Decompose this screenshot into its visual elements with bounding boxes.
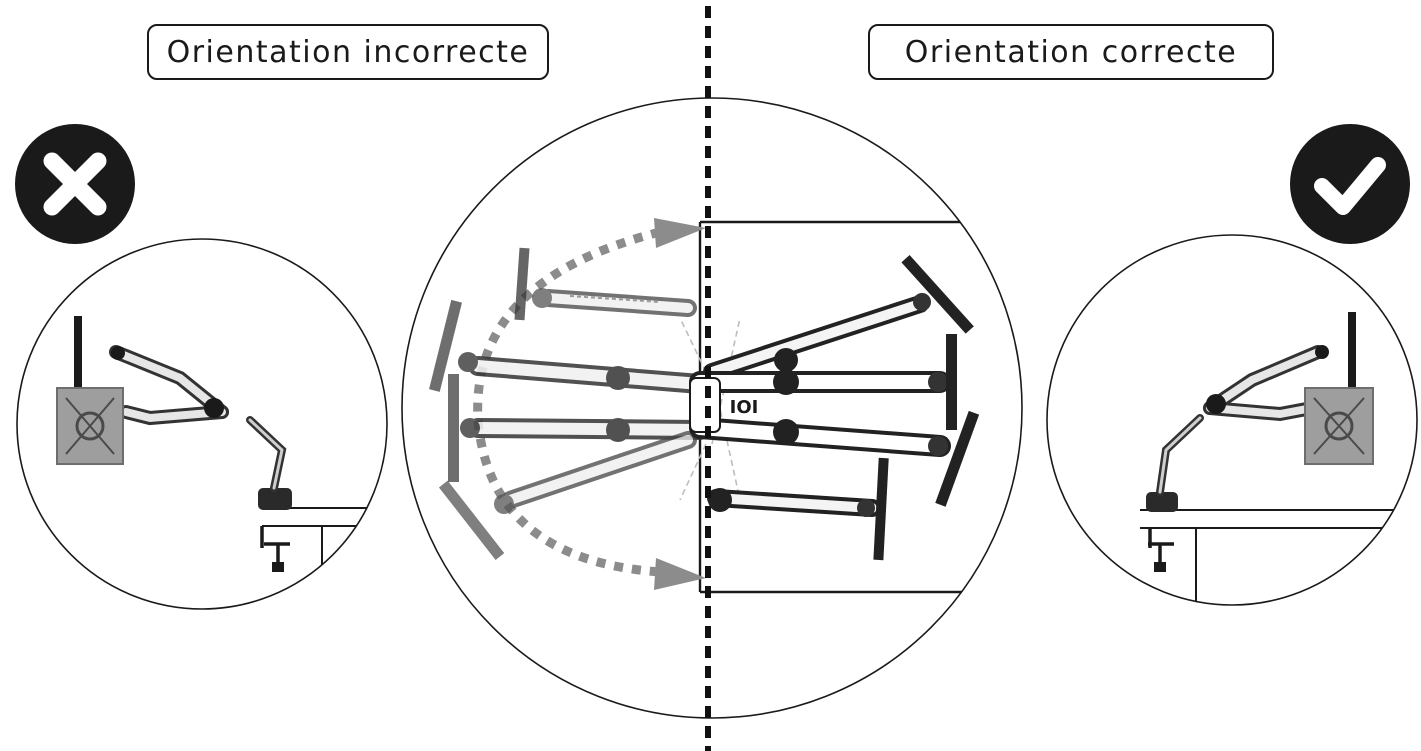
cross-icon bbox=[15, 124, 135, 244]
correct-orientation-label: Orientation correcte bbox=[868, 24, 1274, 80]
arm-position-left-2 bbox=[429, 299, 710, 394]
incorrect-orientation-label: Orientation incorrecte bbox=[147, 24, 549, 80]
correct-detail-circle bbox=[1046, 234, 1418, 606]
arm-position-right-3 bbox=[689, 410, 980, 507]
incorrect-arm-illustration bbox=[56, 316, 387, 609]
arm-position-left-1 bbox=[514, 247, 697, 321]
check-icon bbox=[1290, 124, 1410, 244]
correct-arm-illustration bbox=[1140, 312, 1417, 605]
arm-marking: IOI bbox=[730, 397, 759, 418]
arm-position-right-4 bbox=[707, 457, 889, 561]
incorrect-orientation-text: Orientation incorrecte bbox=[166, 34, 530, 70]
arrow-up-icon bbox=[654, 218, 706, 248]
arm-position-right-1 bbox=[703, 254, 974, 381]
arrow-down-icon bbox=[654, 558, 706, 590]
arm-position-left-3 bbox=[448, 374, 710, 482]
rotation-range-illustration: IOI bbox=[429, 218, 1022, 594]
arm-position-right-2 bbox=[689, 334, 957, 430]
correct-orientation-text: Orientation correcte bbox=[904, 34, 1238, 70]
arm-position-left-4 bbox=[438, 431, 697, 560]
rotation-arc bbox=[473, 227, 662, 577]
incorrect-detail-circle bbox=[16, 238, 388, 610]
